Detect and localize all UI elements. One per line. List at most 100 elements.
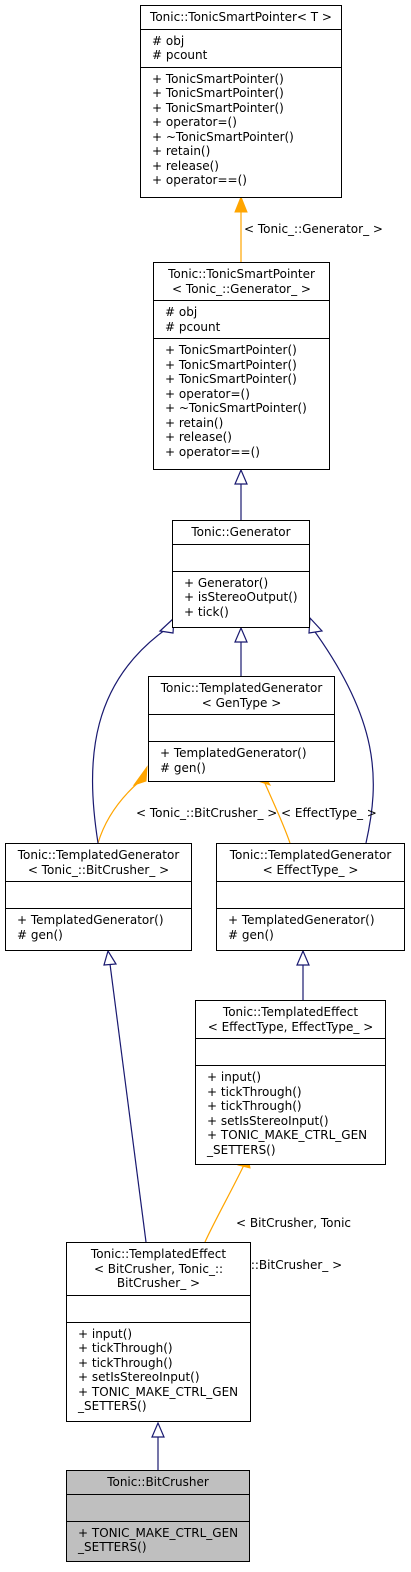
arrowhead-te-bitcrusher: [103, 949, 118, 966]
class-title: Tonic::TemplatedGenerator < EffectType_ …: [217, 844, 404, 881]
class-templated-generator-bitcrusher[interactable]: Tonic::TemplatedGenerator < Tonic_::BitC…: [5, 843, 192, 951]
attributes-section: [173, 543, 309, 571]
method: + tickThrough(): [207, 1099, 302, 1113]
attribute: # obj: [165, 305, 198, 319]
attributes-section: [67, 1493, 249, 1521]
method: # gen(): [17, 927, 63, 942]
class-tonic-smart-pointer-t[interactable]: Tonic::TonicSmartPointer< T > # obj # pc…: [140, 5, 342, 198]
class-name: Tonic::TemplatedGenerator: [17, 848, 180, 862]
edge-label-bitcrusher-template: < Tonic_::BitCrusher_ >: [136, 806, 278, 820]
method: + release(): [152, 158, 219, 173]
class-name: Tonic::TemplatedGenerator: [160, 681, 323, 695]
edge-label-generator-template: < Tonic_::Generator_ >: [244, 222, 383, 236]
method: + input(): [207, 1070, 262, 1084]
method: + operator=(): [152, 115, 237, 129]
edge-te-bitcrusher-to-tg-bitcrusher: [109, 963, 147, 1243]
arrowhead-te-generic: [296, 949, 310, 966]
inheritance-arrowheads: [103, 468, 324, 1438]
methods-section: + input() + tickThrough() + tickThrough(…: [67, 1321, 250, 1418]
class-name: Tonic::TemplatedGenerator: [229, 848, 392, 862]
method: + TonicSmartPointer(): [152, 71, 284, 86]
method: + TONIC_MAKE_CTRL_GEN: [207, 1128, 368, 1142]
method: + setIsStereoInput(): [78, 1370, 200, 1384]
class-name: Tonic::TonicSmartPointer< T >: [150, 10, 332, 24]
method: _SETTERS(): [78, 1399, 147, 1413]
class-templated-effect-bitcrusher[interactable]: Tonic::TemplatedEffect < BitCrusher, Ton…: [66, 1242, 251, 1422]
class-template-args: < EffectType_ >: [262, 862, 359, 877]
class-template-args: BitCrusher_ >: [116, 1276, 201, 1290]
class-name: Tonic::TemplatedEffect: [222, 1005, 359, 1019]
method: + input(): [78, 1326, 133, 1341]
class-template-args: < GenType >: [201, 695, 282, 710]
arrowhead-tg-gentype: [234, 626, 248, 643]
edge-tg-effecttype-to-generator: [309, 624, 374, 844]
method: + operator=(): [165, 386, 250, 401]
method: + Generator(): [184, 575, 269, 590]
method: + operator==(): [165, 444, 260, 459]
edge-label-effecttype-template: < EffectType_ >: [281, 806, 377, 820]
attributes-section: # obj # pcount: [154, 300, 329, 338]
arrowhead-tsp: [234, 195, 248, 213]
method: _SETTERS(): [78, 1540, 147, 1554]
class-templated-effect-generic[interactable]: Tonic::TemplatedEffect < EffectType, Eff…: [195, 1000, 386, 1165]
methods-section: + TonicSmartPointer() + TonicSmartPointe…: [154, 338, 329, 463]
method: + retain(): [152, 144, 211, 158]
method: + ~TonicSmartPointer(): [152, 129, 294, 144]
arrowhead-generator: [234, 468, 248, 485]
attributes-section: [6, 881, 191, 908]
method: + setIsStereoInput(): [207, 1113, 329, 1128]
methods-section: + TemplatedGenerator() # gen(): [217, 908, 404, 946]
class-template-args: < Tonic_::BitCrusher_ >: [27, 862, 170, 877]
method: + TONIC_MAKE_CTRL_GEN: [78, 1525, 239, 1540]
template-edges: [97, 210, 291, 1243]
edge-tg-bitcrusher-to-generator: [91, 624, 173, 844]
edge-te-bitcrusher-instantiation: [204, 1164, 245, 1243]
edge-tg-bitcrusher-instantiation: [97, 780, 141, 844]
class-title: Tonic::TonicSmartPointer< T >: [141, 6, 341, 29]
class-templated-generator-gentype[interactable]: Tonic::TemplatedGenerator < GenType > + …: [148, 676, 335, 782]
class-title: Tonic::Generator: [173, 521, 309, 544]
method: + tickThrough(): [207, 1084, 302, 1099]
class-title: Tonic::TemplatedGenerator < Tonic_::BitC…: [6, 844, 191, 881]
class-name: Tonic::TonicSmartPointer: [168, 267, 315, 281]
attributes-section: [149, 714, 334, 741]
class-title: Tonic::TonicSmartPointer < Tonic_::Gener…: [154, 263, 329, 300]
class-templated-generator-effecttype[interactable]: Tonic::TemplatedGenerator < EffectType_ …: [216, 843, 405, 951]
method: # gen(): [228, 927, 274, 942]
class-title: Tonic::BitCrusher: [67, 1471, 249, 1494]
attributes-section: [67, 1294, 250, 1322]
class-bitcrusher[interactable]: Tonic::BitCrusher + TONIC_MAKE_CTRL_GEN …: [66, 1470, 250, 1562]
arrowhead-tg-gentype-left: [132, 765, 148, 786]
class-name: Tonic::BitCrusher: [107, 1475, 209, 1489]
method: + release(): [165, 430, 232, 444]
class-title: Tonic::TemplatedGenerator < GenType >: [149, 677, 334, 714]
class-title: Tonic::TemplatedEffect < BitCrusher, Ton…: [67, 1243, 250, 1295]
edge-label-line: _::BitCrusher_ >: [244, 1258, 343, 1272]
attributes-section: [217, 881, 404, 908]
class-tonic-smart-pointer-generator[interactable]: Tonic::TonicSmartPointer < Tonic_::Gener…: [153, 262, 330, 470]
methods-section: + input() + tickThrough() + tickThrough(…: [196, 1065, 385, 1161]
method: + TonicSmartPointer(): [152, 100, 284, 115]
method: + TemplatedGenerator(): [228, 913, 375, 927]
attributes-section: # obj # pcount: [141, 28, 341, 67]
class-name: Tonic::Generator: [191, 525, 291, 539]
method: + TonicSmartPointer(): [165, 343, 297, 357]
method: + TonicSmartPointer(): [152, 86, 284, 100]
class-generator[interactable]: Tonic::Generator + Generator() + isStere…: [172, 520, 310, 628]
edge-label-line: < BitCrusher, Tonic: [236, 1216, 352, 1230]
attribute: # obj: [152, 33, 185, 48]
method: + TONIC_MAKE_CTRL_GEN: [78, 1384, 239, 1399]
arrowhead-tg-effecttype: [308, 616, 324, 634]
method: + isStereoOutput(): [184, 590, 298, 604]
method: + tick(): [184, 604, 229, 619]
attributes-section: [196, 1038, 385, 1065]
methods-section: + TemplatedGenerator() # gen(): [149, 741, 334, 779]
class-template-args: < EffectType, EffectType_ >: [207, 1019, 374, 1034]
class-template-args: < Tonic_::Generator_ >: [172, 281, 311, 296]
edge-label-effect-bitcrusher-template: < BitCrusher, Tonic _::BitCrusher_ >: [236, 1188, 351, 1286]
inheritance-edges: [91, 483, 374, 1470]
methods-section: + TONIC_MAKE_CTRL_GEN _SETTERS(): [67, 1520, 249, 1559]
class-title: Tonic::TemplatedEffect < EffectType, Eff…: [196, 1001, 385, 1038]
method: # gen(): [160, 760, 206, 775]
method: + TemplatedGenerator(): [160, 746, 307, 760]
